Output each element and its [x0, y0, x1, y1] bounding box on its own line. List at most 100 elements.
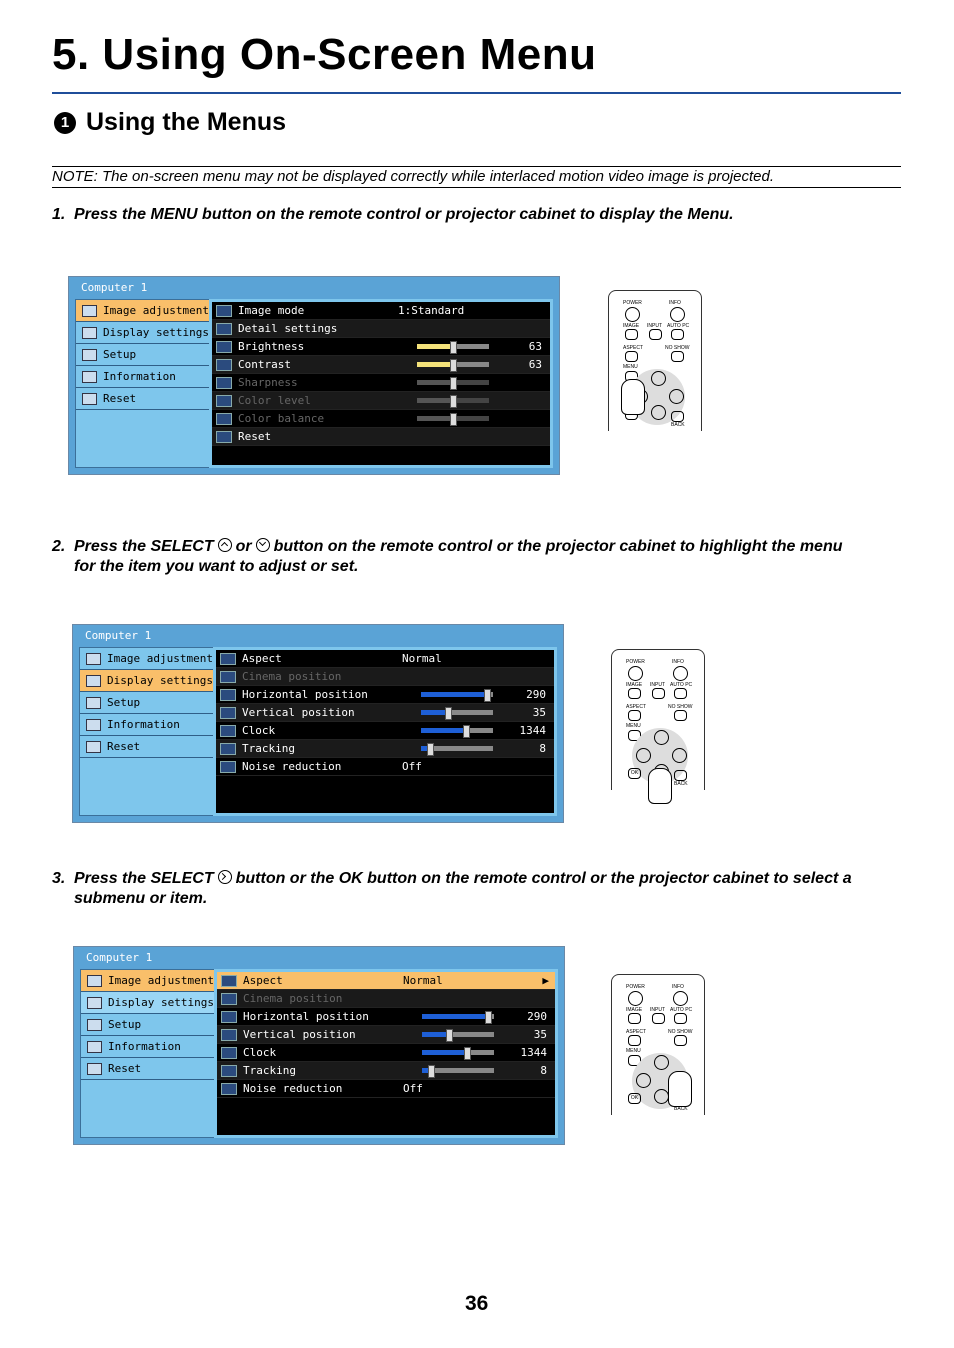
- setting-icon: [216, 430, 232, 443]
- osd-setting-row[interactable]: Cinema position: [216, 668, 554, 686]
- setting-icon: [221, 1028, 237, 1041]
- setting-slider[interactable]: [417, 377, 489, 390]
- setting-slider[interactable]: [422, 1047, 494, 1060]
- slider-fill: [421, 692, 488, 697]
- select-down-button[interactable]: [654, 1089, 669, 1104]
- select-left-button[interactable]: [636, 1073, 651, 1088]
- setting-slider[interactable]: [421, 743, 493, 756]
- osd-setting-row[interactable]: Sharpness: [212, 374, 550, 392]
- osd-menu-item[interactable]: Setup: [80, 692, 214, 714]
- image-button[interactable]: [625, 329, 638, 340]
- osd-menu-item[interactable]: Information: [81, 1036, 215, 1058]
- osd-menu-item[interactable]: Reset: [76, 388, 210, 410]
- setting-slider[interactable]: [417, 395, 489, 408]
- ok-button[interactable]: OK: [628, 1093, 641, 1104]
- osd-menu-item[interactable]: Setup: [81, 1014, 215, 1036]
- osd-menu-item[interactable]: Setup: [76, 344, 210, 366]
- setting-slider[interactable]: [422, 1029, 494, 1042]
- power-button[interactable]: [628, 991, 643, 1006]
- step-text: or: [235, 538, 252, 555]
- input-button[interactable]: [652, 688, 665, 699]
- aspect-button[interactable]: [628, 1035, 641, 1046]
- setting-slider[interactable]: [422, 1065, 494, 1078]
- select-right-button[interactable]: [669, 389, 684, 404]
- select-up-button[interactable]: [651, 371, 666, 386]
- select-left-button[interactable]: [636, 748, 651, 763]
- auto-pc-button[interactable]: [674, 688, 687, 699]
- setting-label: Cinema position: [243, 992, 343, 1005]
- osd-menu-item[interactable]: Reset: [80, 736, 214, 758]
- select-down-button[interactable]: [651, 405, 666, 420]
- osd-menu-item[interactable]: Information: [76, 366, 210, 388]
- setting-slider[interactable]: [421, 725, 493, 738]
- osd-menu-item[interactable]: Reset: [81, 1058, 215, 1080]
- power-button[interactable]: [625, 307, 640, 322]
- osd-setting-row[interactable]: Cinema position: [217, 990, 555, 1008]
- back-button[interactable]: [671, 411, 684, 422]
- osd-setting-row[interactable]: Color level: [212, 392, 550, 410]
- image-button[interactable]: [628, 1013, 641, 1024]
- power-button[interactable]: [628, 666, 643, 681]
- auto-pc-button[interactable]: [674, 1013, 687, 1024]
- step-text: button or the OK button on the remote co…: [235, 870, 852, 887]
- select-right-button[interactable]: [672, 748, 687, 763]
- setting-slider[interactable]: [417, 341, 489, 354]
- input-button[interactable]: [652, 1013, 665, 1024]
- setting-label: Sharpness: [238, 376, 298, 389]
- select-up-button[interactable]: [654, 1055, 669, 1070]
- back-button[interactable]: [674, 770, 687, 781]
- aspect-button[interactable]: [625, 351, 638, 362]
- osd-menu-item[interactable]: Display settings: [76, 322, 210, 344]
- slider-knob: [450, 341, 457, 354]
- ok-button[interactable]: OK: [628, 768, 641, 779]
- no-show-button[interactable]: [674, 1035, 687, 1046]
- osd-setting-row[interactable]: Detail settings: [212, 320, 550, 338]
- info-button[interactable]: [673, 666, 688, 681]
- select-up-button[interactable]: [654, 730, 669, 745]
- setting-slider[interactable]: [417, 359, 489, 372]
- osd-menu-item[interactable]: Display settings: [81, 992, 215, 1014]
- osd-menu-item[interactable]: Image adjustment: [76, 300, 210, 322]
- aspect-button[interactable]: [628, 710, 641, 721]
- setting-slider[interactable]: [421, 707, 493, 720]
- setting-slider[interactable]: [417, 413, 489, 426]
- osd-setting-row[interactable]: Reset: [212, 428, 550, 446]
- auto-pc-button[interactable]: [671, 329, 684, 340]
- input-button[interactable]: [649, 329, 662, 340]
- osd-menu-item[interactable]: Display settings: [80, 670, 214, 692]
- osd-menu-item[interactable]: Information: [80, 714, 214, 736]
- no-show-button[interactable]: [674, 710, 687, 721]
- pointing-hand-icon: [668, 1071, 692, 1107]
- info-button[interactable]: [670, 307, 685, 322]
- osd-setting-row[interactable]: Color balance: [212, 410, 550, 428]
- setting-slider[interactable]: [421, 689, 493, 702]
- no-show-button[interactable]: [671, 351, 684, 362]
- osd-menu-item[interactable]: Image adjustment: [80, 648, 214, 670]
- osd-menu-item[interactable]: Image adjustment: [81, 970, 215, 992]
- info-button[interactable]: [673, 991, 688, 1006]
- osd-title: Computer 1: [86, 951, 153, 964]
- image-button[interactable]: [628, 688, 641, 699]
- setting-slider[interactable]: [422, 1011, 494, 1024]
- step-1: 1.Press the MENU button on the remote co…: [52, 205, 734, 225]
